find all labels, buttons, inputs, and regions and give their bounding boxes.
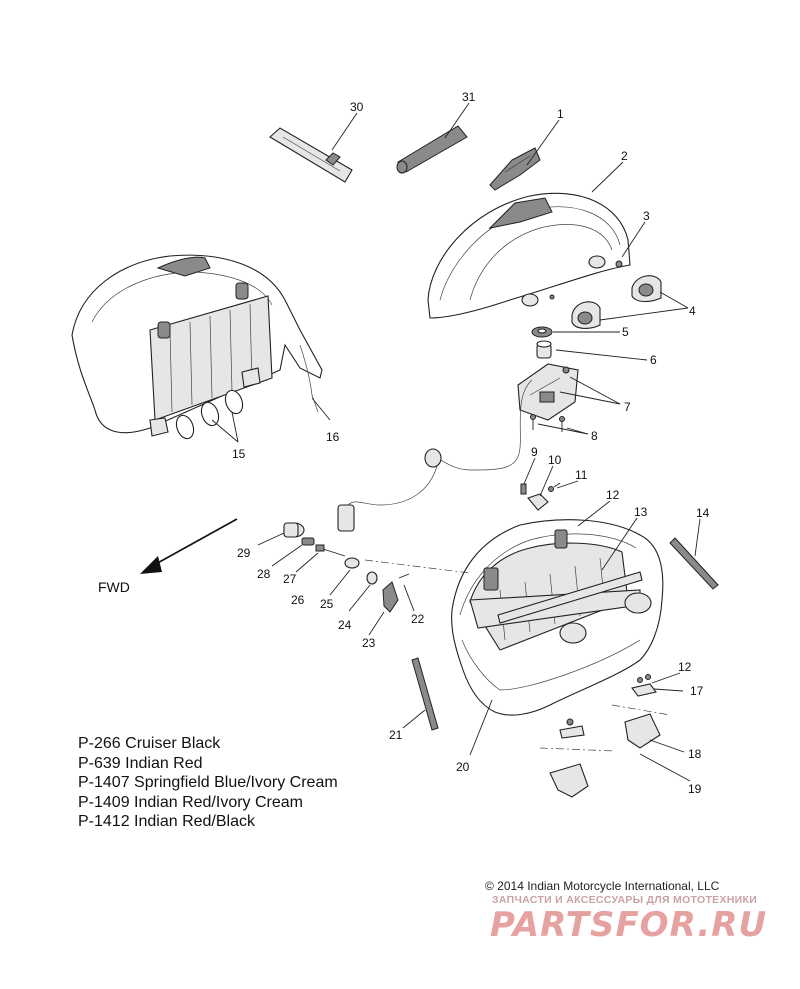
callout-12b: 12 <box>678 660 692 674</box>
part-9-lock-cable <box>337 379 533 532</box>
part-10-clip <box>520 483 549 511</box>
callout-19: 19 <box>688 782 702 796</box>
callout-18: 18 <box>688 747 702 761</box>
part-29-grommet <box>283 522 305 538</box>
alignment-lines <box>364 559 671 752</box>
color-code-item: P-1409 Indian Red/Ivory Cream <box>78 793 303 811</box>
part-2-saddlebag-lid <box>427 192 631 319</box>
part-8-screws <box>530 414 565 432</box>
callout-13: 13 <box>634 505 648 519</box>
part-4-hinge-cover <box>571 275 662 329</box>
callout-2: 2 <box>621 149 628 163</box>
part-6-lock-cylinder <box>536 340 552 359</box>
callout-11: 11 <box>575 468 588 482</box>
part-28-bushing <box>301 537 315 546</box>
callout-8: 8 <box>591 429 598 443</box>
callout-17: 17 <box>690 684 704 698</box>
part-20-saddlebag-body <box>451 519 664 716</box>
callout-16: 16 <box>326 430 340 444</box>
part-18-bracket <box>624 713 661 749</box>
callout-26: 26 <box>291 593 305 607</box>
callout-14: 14 <box>696 506 710 520</box>
callout-1: 1 <box>557 107 564 121</box>
callout-29: 29 <box>237 546 251 560</box>
callout-27: 27 <box>283 572 297 586</box>
part-23-latch-catch <box>382 581 399 613</box>
callout-28: 28 <box>257 567 271 581</box>
part-31-rubber-seal <box>396 125 468 174</box>
callout-21: 21 <box>389 728 403 742</box>
color-code-legend: P-266 Cruiser Black P-639 Indian Red P-1… <box>78 734 408 832</box>
forward-arrow <box>140 518 238 574</box>
color-code-item: P-1407 Springfield Blue/Ivory Cream <box>78 774 338 791</box>
callout-22: 22 <box>411 612 425 626</box>
part-5-nut <box>531 326 553 338</box>
part-3-screw <box>615 260 623 268</box>
part-17-plate <box>631 674 657 697</box>
callout-labels: 30 31 1 2 3 4 5 6 7 8 9 10 11 12 13 14 1… <box>232 90 710 796</box>
watermark-subtitle: ЗАПЧАСТИ И АКСЕССУАРЫ ДЛЯ МОТОТЕХНИКИ <box>492 894 758 906</box>
callout-30: 30 <box>350 100 364 114</box>
callout-6: 6 <box>650 353 657 367</box>
part-27-pin <box>315 544 346 557</box>
callout-4: 4 <box>689 304 696 318</box>
part-22-screw <box>398 573 410 579</box>
watermark-brand: PARTSFOR.RU <box>490 905 768 945</box>
callout-5: 5 <box>622 325 629 339</box>
color-code-item: P-266 Cruiser Black <box>78 735 221 752</box>
part-19-bracket <box>549 718 589 798</box>
part-26-spacer <box>344 557 360 569</box>
leader-lines <box>211 102 701 782</box>
callout-31: 31 <box>462 90 476 104</box>
part-15-straps <box>175 389 244 440</box>
callout-12a: 12 <box>606 488 620 502</box>
callout-10: 10 <box>548 453 562 467</box>
callout-7: 7 <box>624 400 631 414</box>
part-1-latch-handle <box>489 147 541 191</box>
callout-20: 20 <box>456 760 470 774</box>
part-11-bolt <box>548 482 561 492</box>
part-25-washer <box>366 571 378 585</box>
copyright-notice: © 2014 Indian Motorcycle International, … <box>485 879 720 893</box>
callout-15: 15 <box>232 447 246 461</box>
callout-9: 9 <box>531 445 538 459</box>
part-13-mounting-bar <box>497 571 643 624</box>
fwd-label: FWD <box>98 579 130 595</box>
callout-24: 24 <box>338 618 352 632</box>
part-30-seal-strip <box>269 127 353 183</box>
callout-23: 23 <box>362 636 376 650</box>
part-21-trim-strip <box>411 657 439 731</box>
part-7-latch-assembly <box>517 363 579 421</box>
left-saddlebag-assembly <box>71 254 323 437</box>
callout-3: 3 <box>643 209 650 223</box>
part-14-edge-strip <box>669 537 719 590</box>
color-code-item: P-1412 Indian Red/Black <box>78 813 255 830</box>
callout-25: 25 <box>320 597 334 611</box>
color-code-item: P-639 Indian Red <box>78 754 203 772</box>
